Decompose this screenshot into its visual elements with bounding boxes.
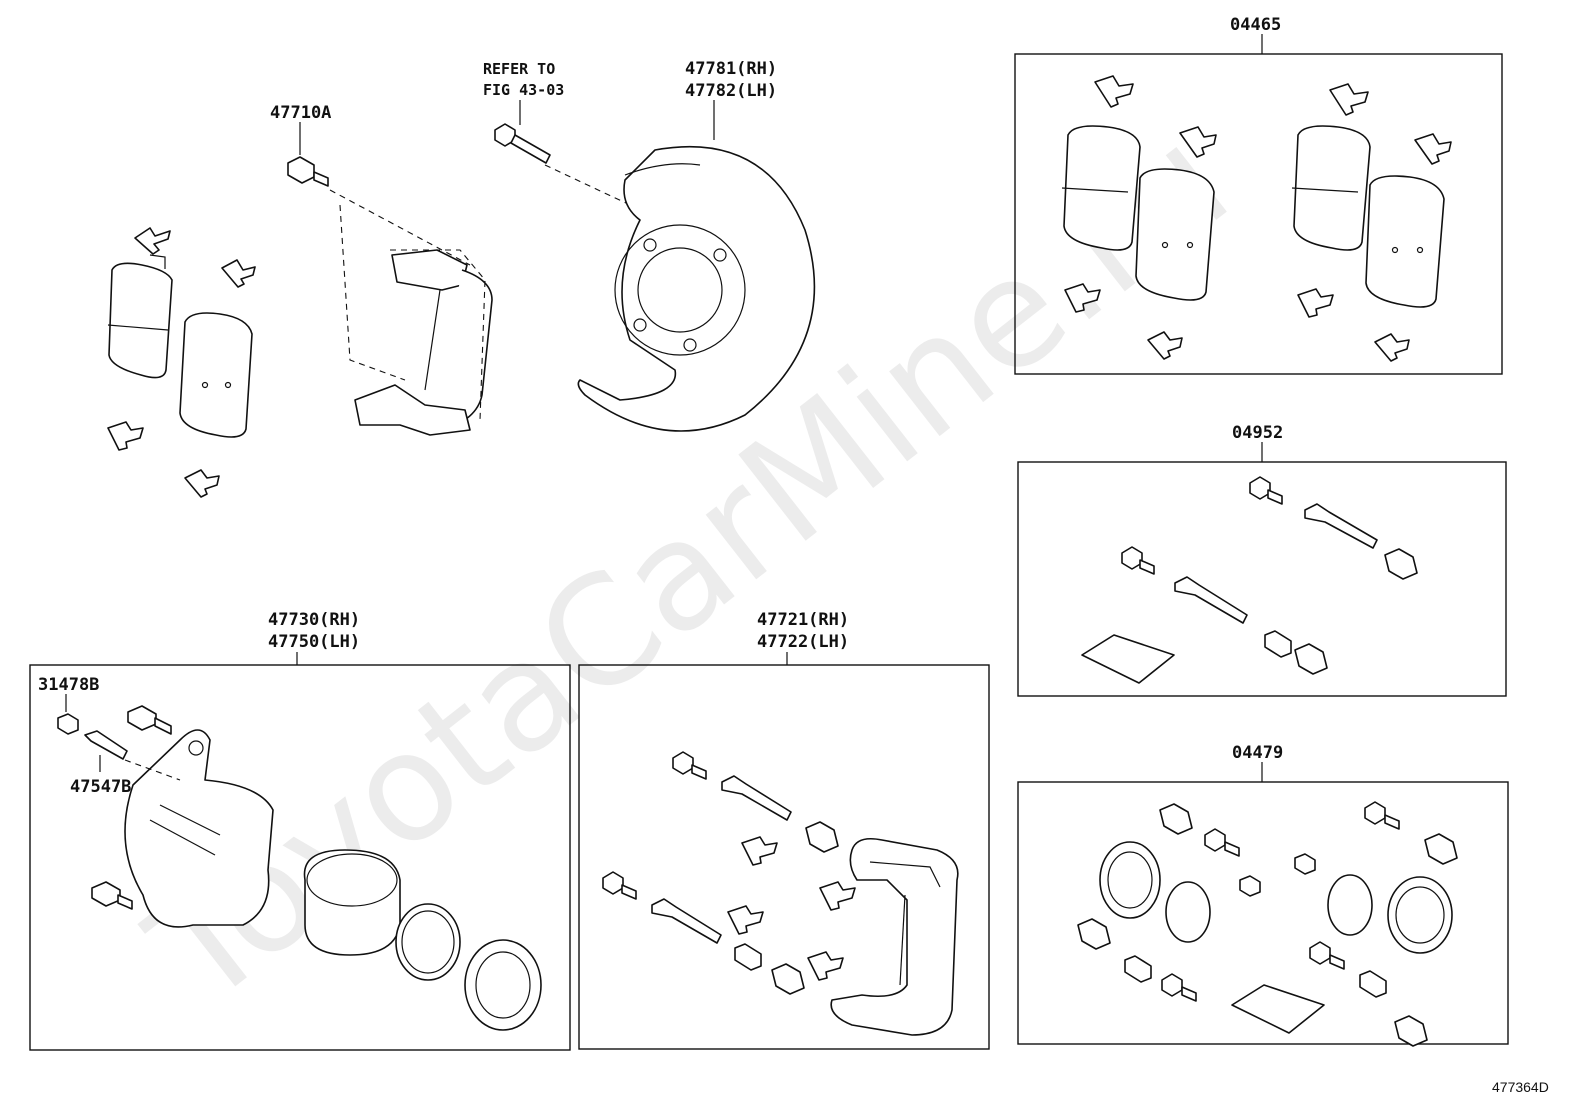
label-47547b: 47547B (70, 777, 131, 797)
label-31478b: 31478B (38, 675, 99, 695)
box-04479 (1017, 781, 1509, 1045)
diagram-code: 477364D (1492, 1079, 1549, 1095)
support-kit-04952[interactable] (1081, 476, 1418, 684)
cylinder-kit-04479[interactable] (1077, 801, 1458, 1047)
disc-brake-dust-cover[interactable] (577, 146, 816, 432)
box-04465 (1014, 53, 1503, 375)
caliper-mounting-top[interactable] (354, 249, 493, 436)
label-47782-lh: 47782(LH) (685, 81, 777, 101)
label-04479: 04479 (1232, 743, 1283, 763)
label-refer-to-1: REFER TO (483, 60, 555, 78)
label-47722-lh: 47722(LH) (757, 632, 849, 652)
bolt-47710a[interactable] (287, 156, 329, 187)
box-04952 (1017, 461, 1507, 697)
caliper-mounting-parts[interactable] (602, 751, 856, 995)
brake-pad-pair-left[interactable] (107, 227, 256, 498)
box-mounting (578, 664, 990, 1050)
label-47721-rh: 47721(RH) (757, 610, 849, 630)
bolt-refer-fig[interactable] (494, 123, 551, 164)
caliper-mounting-bracket[interactable] (830, 837, 959, 1036)
label-47710a: 47710A (270, 103, 331, 123)
label-47730-rh: 47730(RH) (268, 610, 360, 630)
piston-seal[interactable] (395, 903, 461, 981)
label-04952: 04952 (1232, 423, 1283, 443)
cylinder-boot[interactable] (464, 939, 542, 1031)
label-47750-lh: 47750(LH) (268, 632, 360, 652)
brake-pad-kit-04465[interactable] (1061, 75, 1452, 362)
label-47781-rh: 47781(RH) (685, 59, 777, 79)
label-refer-to-2: FIG 43-03 (483, 81, 564, 99)
label-04465: 04465 (1230, 15, 1281, 35)
caliper-piston[interactable] (303, 849, 401, 956)
box-caliper (29, 664, 571, 1051)
caliper-body[interactable] (57, 705, 274, 928)
